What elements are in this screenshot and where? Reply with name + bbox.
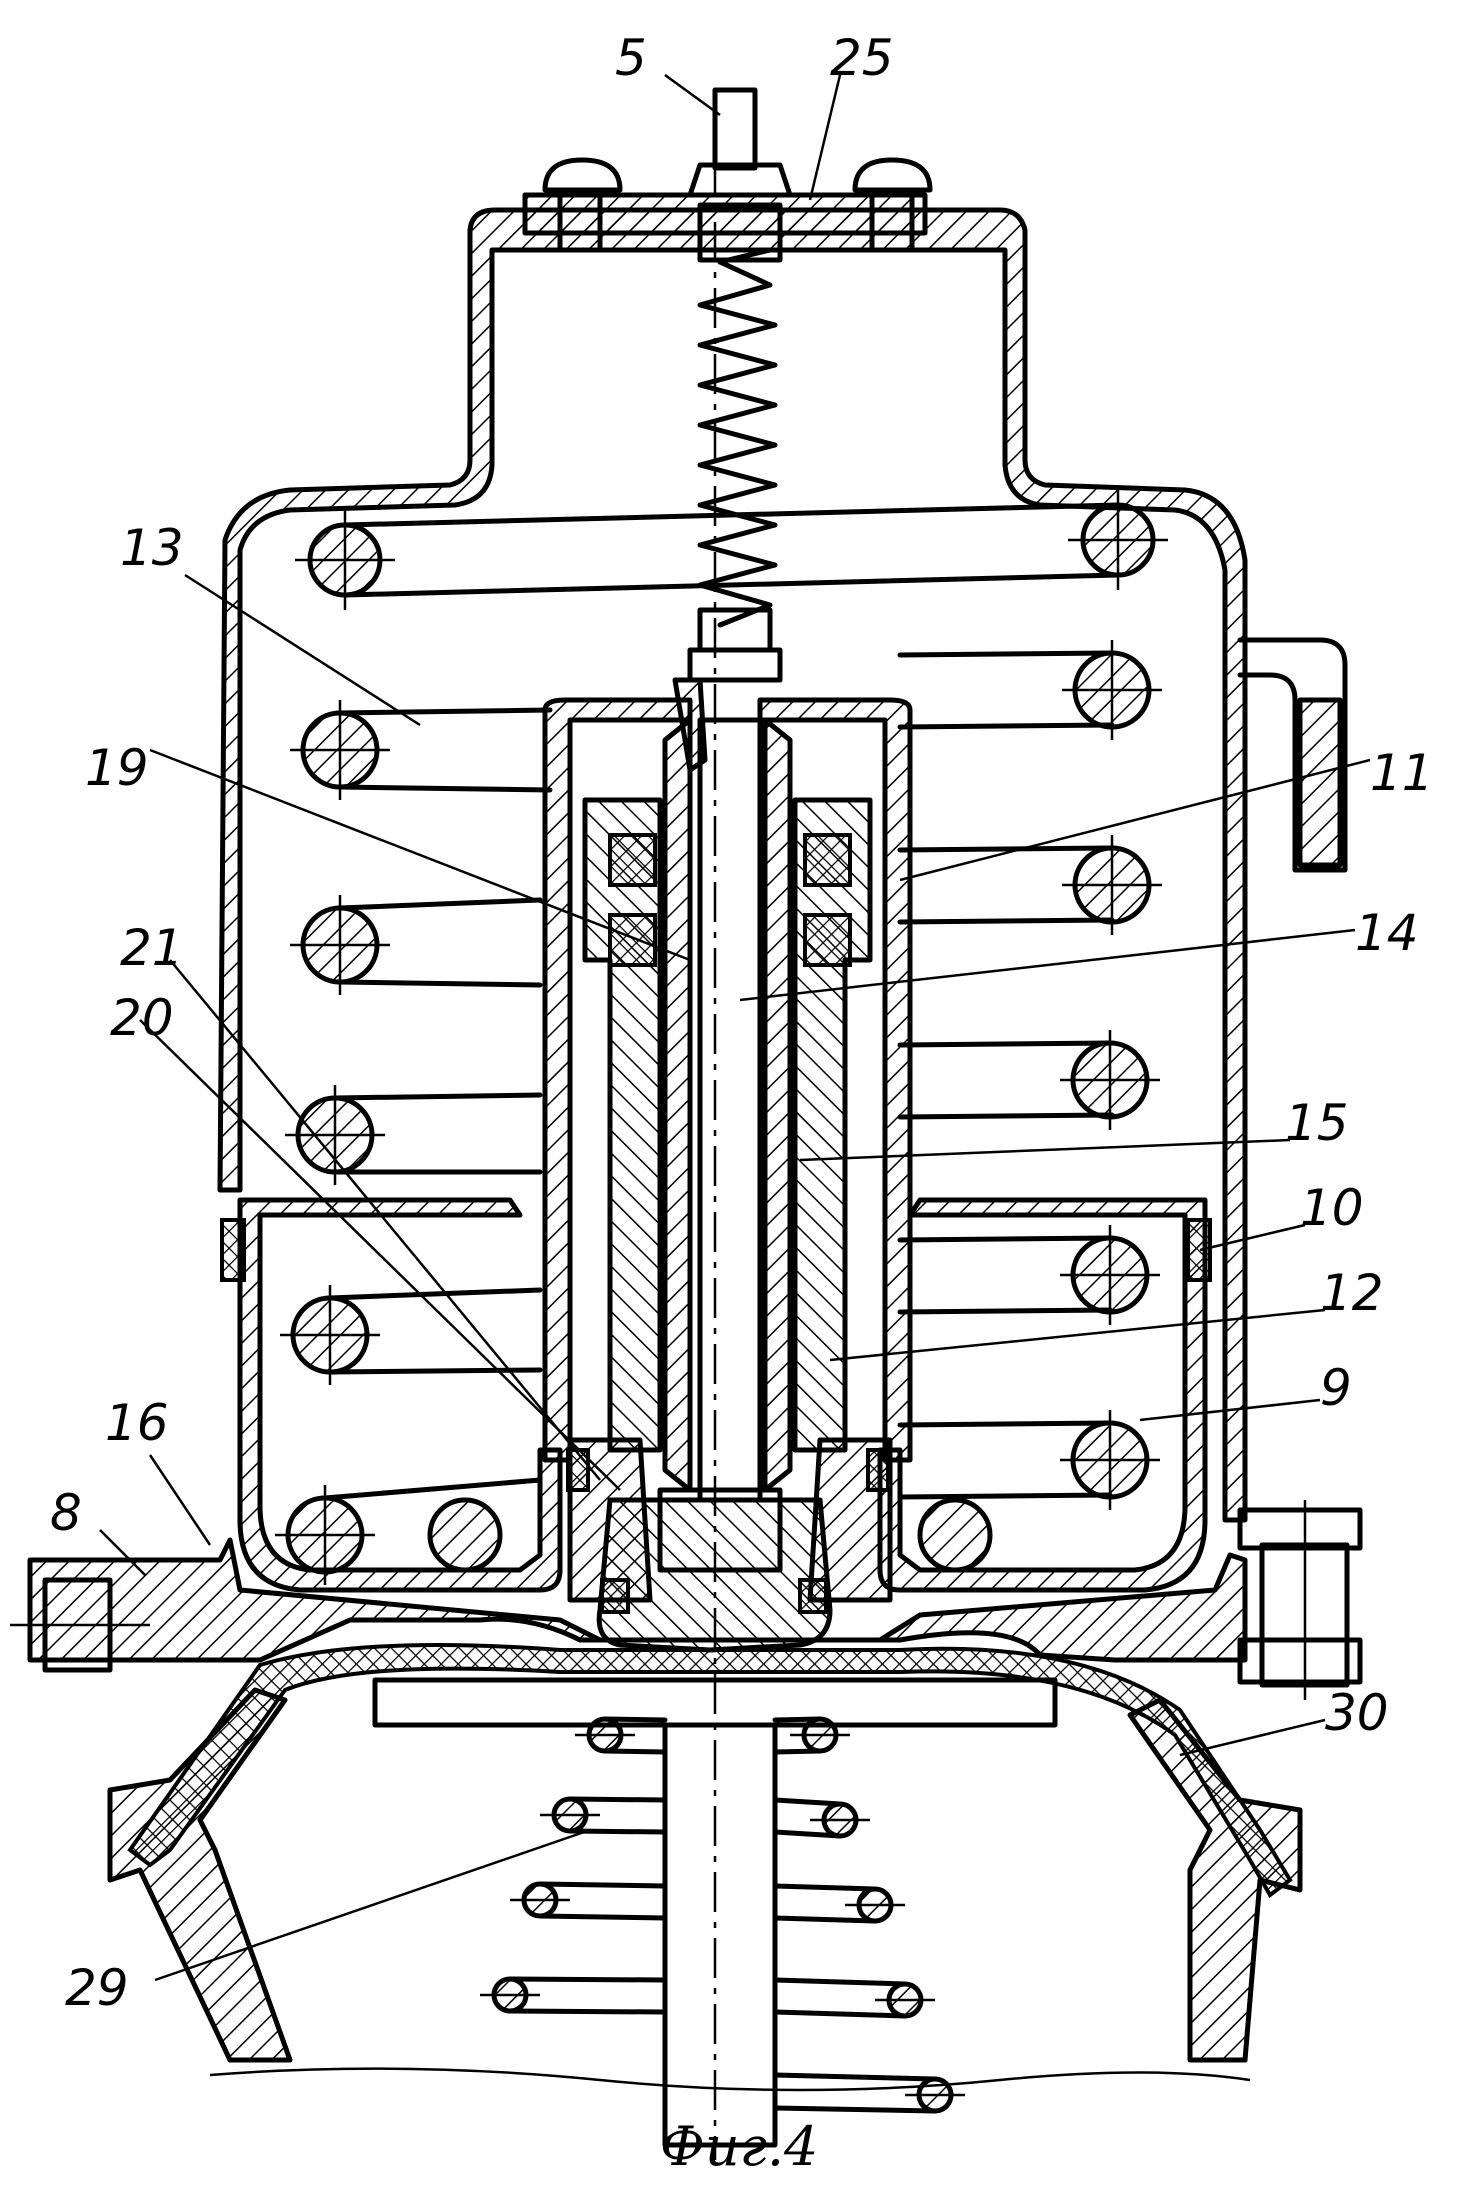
callout-16: 16 [105,1394,169,1452]
break-line [209,2067,1251,2092]
callout-25: 25 [830,29,894,87]
leader-lines [99,73,1371,1982]
callout-12: 12 [1320,1264,1384,1322]
callout-14: 14 [1355,904,1419,962]
figure-caption: Фиг.4 [660,2115,818,2178]
top-cover-plate [522,87,933,263]
callout-9: 9 [1320,1359,1352,1417]
callout-19: 19 [85,739,149,797]
lower-spring-29 [480,1716,965,2114]
callout-10: 10 [1300,1179,1364,1237]
callout-11: 11 [1370,744,1434,802]
callout-29: 29 [65,1959,129,2017]
callout-5: 5 [615,29,647,87]
main-spring-13 [275,490,1168,1585]
callout-20: 20 [110,989,174,1047]
callout-13: 13 [120,519,184,577]
callout-8: 8 [50,1484,82,1542]
lower-valve [566,1437,893,1653]
lower-housing [10,637,1363,2148]
callout-labels: 5 25 13 19 11 14 21 20 15 10 12 16 9 8 3… [50,29,1434,2017]
callout-15: 15 [1285,1094,1349,1152]
tension-spring [687,247,783,683]
central-cylinder [542,677,913,1503]
callout-21: 21 [120,919,184,977]
callout-30: 30 [1325,1684,1389,1742]
